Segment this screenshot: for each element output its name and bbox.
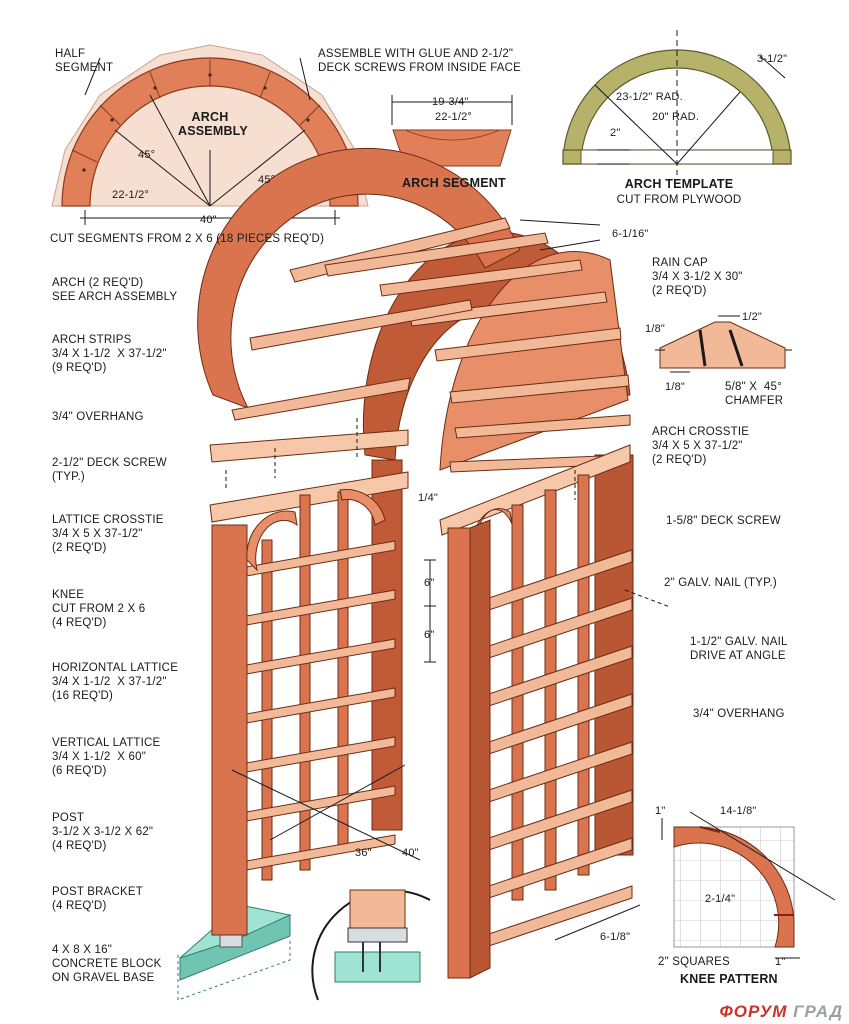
rain-cap-drawing [655, 315, 792, 373]
label-d-6b: 6" [424, 629, 435, 641]
right-horizontal-lattice [467, 549, 633, 954]
label-k-1in: 1" [655, 805, 666, 817]
label-deck-158: 1-5/8" DECK SCREW [666, 515, 781, 527]
label-rc-1-2: 1/2" [742, 311, 762, 323]
label-t-2in: 2" [610, 127, 621, 139]
label-chamfer: 5/8" X 45° CHAMFER [725, 381, 784, 407]
label-horizontal-lattice: HORIZONTAL LATTICE 3/4 X 1-1/2 X 37-1/2"… [52, 662, 179, 702]
label-deck-screw: 2-1/2" DECK SCREW (TYP.) [52, 457, 167, 483]
label-vertical-lattice: VERTICAL LATTICE 3/4 X 1-1/2 X 60" (6 RE… [52, 737, 161, 777]
label-knee: KNEE CUT FROM 2 X 6 (4 REQ'D) [52, 589, 146, 629]
left-vertical-lattice [261, 491, 349, 881]
knee-pattern-drawing [661, 811, 836, 959]
label-left-overhang: 3/4" OVERHANG [52, 411, 144, 423]
watermark-logo: ФОРУМ ГРАД [720, 1002, 843, 1022]
label-concrete-block: 4 X 8 X 16" CONCRETE BLOCK ON GRAVEL BAS… [52, 944, 162, 984]
label-t-3half: 3-1/2" [757, 53, 788, 65]
label-k-1b: 1" [775, 956, 786, 968]
label-d-6a: 6" [424, 577, 435, 589]
label-d-40: 40" [402, 847, 419, 859]
label-template-sub: CUT FROM PLYWOOD [616, 194, 742, 206]
label-right-overhang: 3/4" OVERHANG [693, 708, 785, 720]
label-lattice-crosstie: LATTICE CROSSTIE 3/4 X 5 X 37-1/2" (2 RE… [52, 514, 164, 554]
knee-left [246, 510, 298, 572]
label-arch-assembly: ARCH ASSEMBLY [178, 110, 248, 138]
arch-template-drawing [562, 30, 792, 175]
label-d-1-4: 1/4" [418, 492, 438, 504]
label-arch: ARCH (2 REQ'D) SEE ARCH ASSEMBLY [52, 277, 178, 303]
front-left-post [211, 524, 248, 936]
left-horizontal-lattice [211, 540, 396, 877]
label-galv-15: 1-1/2" GALV. NAIL DRIVE AT ANGLE [690, 636, 788, 662]
arch-segment-drawing [391, 95, 513, 167]
arch-crosstie [209, 429, 409, 463]
label-t-rad2: 20" RAD. [652, 111, 700, 123]
label-k-14: 14-1/8" [720, 805, 757, 817]
label-galv-2: 2" GALV. NAIL (TYP.) [664, 577, 777, 589]
label-knee-pattern: KNEE PATTERN [680, 972, 778, 986]
arbor-main [177, 147, 671, 1001]
label-arch-segment: ARCH SEGMENT [402, 176, 506, 190]
rain-cap-profile [659, 321, 786, 369]
label-arch-crosstie: ARCH CROSSTIE 3/4 X 5 X 37-1/2" (2 REQ'D… [652, 426, 750, 466]
label-arch-template: ARCH TEMPLATE [624, 177, 734, 191]
label-half-segment: HALF SEGMENT [55, 48, 114, 74]
arch-strips [249, 217, 631, 473]
label-angle-45a: 45° [138, 149, 156, 161]
label-t-rad1: 23-1/2" RAD. [616, 91, 683, 103]
label-angle-22: 22-1/2° [112, 189, 149, 201]
label-k-2-1-4: 2-1/4" [705, 893, 736, 905]
label-d-6-1-16: 6-1/16" [612, 228, 649, 240]
label-rc-1-8a: 1/8" [645, 323, 665, 335]
label-rc-1-8b: 1/8" [665, 381, 685, 393]
label-seg-22: 22-1/2° [435, 111, 472, 123]
label-d-36: 36" [355, 847, 372, 859]
label-assemble-note: ASSEMBLE WITH GLUE AND 2-1/2" DECK SCREW… [318, 48, 522, 74]
label-cut-segments: CUT SEGMENTS FROM 2 X 6 (18 PIECES REQ'D… [50, 233, 325, 245]
label-post-bracket: POST BRACKET (4 REQ'D) [52, 886, 144, 912]
arch-front [197, 147, 521, 409]
watermark-b: ГРАД [793, 1002, 843, 1021]
label-k-squares: 2" SQUARES [658, 956, 730, 968]
bracket-detail [311, 889, 431, 1001]
knee-left-rear [339, 489, 386, 526]
front-right-post [447, 527, 471, 979]
label-rain-cap: RAIN CAP 3/4 X 3-1/2 X 30" (2 REQ'D) [652, 257, 743, 297]
arch-template-ring [562, 49, 792, 165]
label-d-6-1-8: 6-1/8" [600, 931, 631, 943]
overhang-strip [231, 377, 411, 421]
label-angle-45b: 45° [258, 174, 276, 186]
watermark-a: ФОРУМ [719, 1002, 794, 1021]
label-seg-19: 19-3/4" [432, 96, 469, 108]
label-width-40: 40" [200, 214, 217, 226]
label-arch-strips: ARCH STRIPS 3/4 X 1-1/2 X 37-1/2" (9 REQ… [52, 334, 167, 374]
arch-assembly-ring [61, 57, 359, 207]
label-post: POST 3-1/2 X 3-1/2 X 62" (4 REQ'D) [52, 812, 154, 852]
